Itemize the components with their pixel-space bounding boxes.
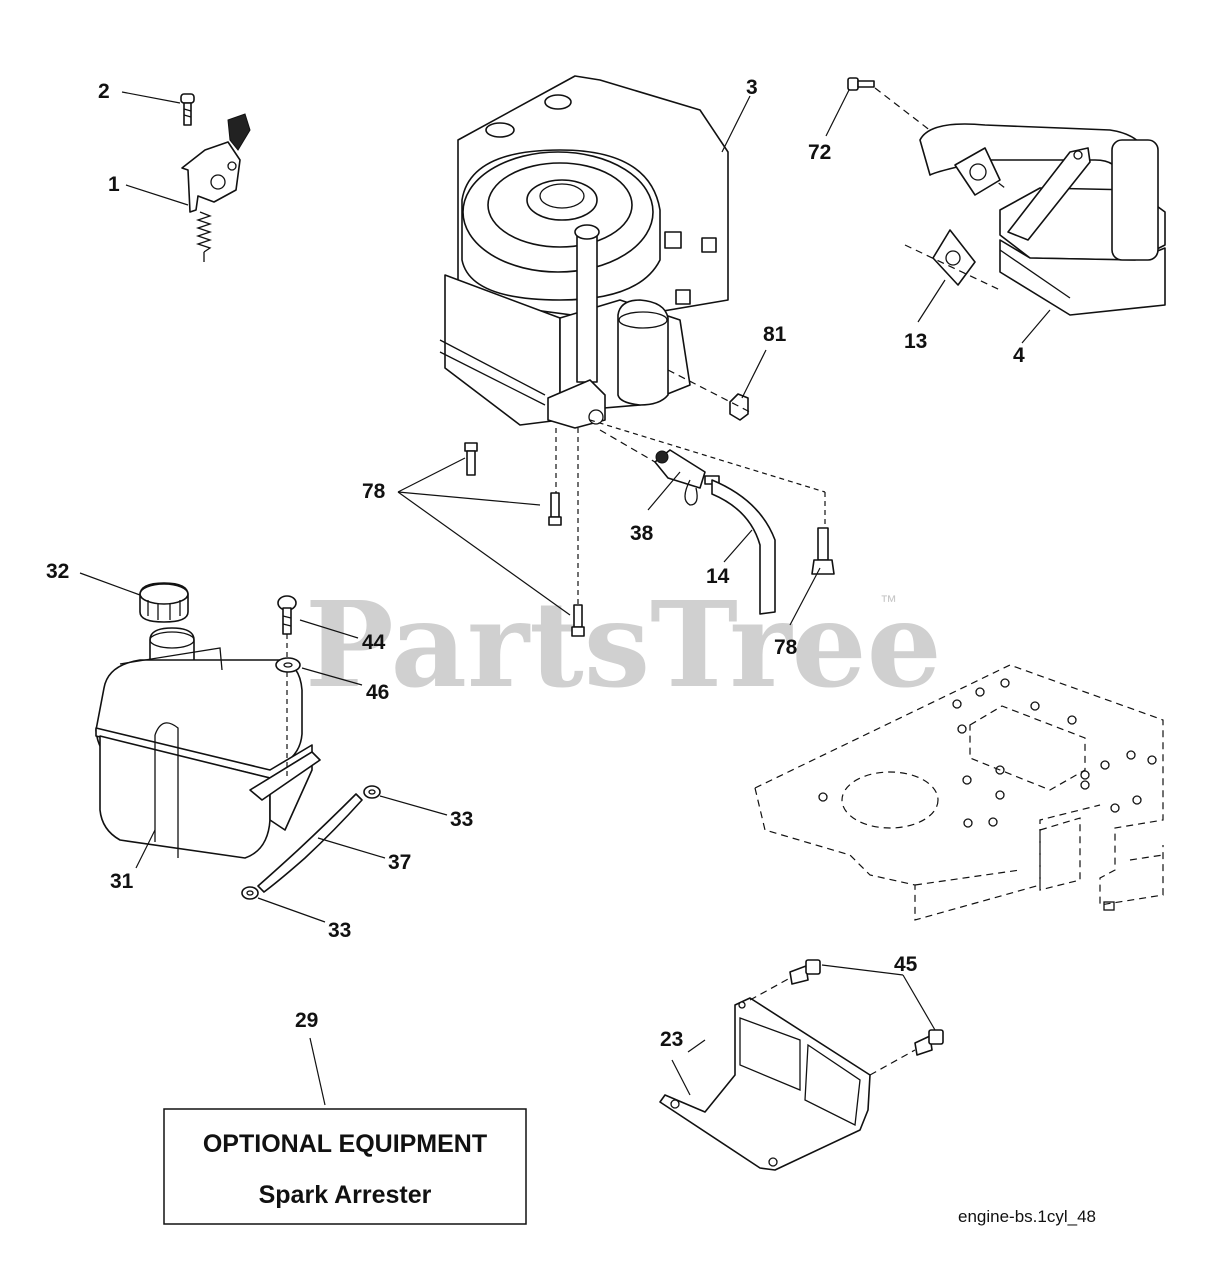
callout-14: 14 [706, 565, 730, 588]
callout-44: 44 [362, 631, 386, 654]
callout-2: 2 [98, 80, 110, 103]
fuel-valve-38-part[interactable] [654, 449, 720, 506]
callout-78-left: 78 [362, 480, 386, 503]
callout-38: 38 [630, 522, 654, 545]
engine-part[interactable] [439, 75, 729, 429]
fuel-cap-32-part[interactable] [139, 582, 189, 623]
screw-72-part[interactable] [847, 77, 875, 91]
callout-72: 72 [808, 141, 831, 164]
frame-outline [754, 664, 1164, 921]
clamp-33-upper-part[interactable] [363, 785, 381, 799]
callout-46: 46 [366, 681, 389, 704]
watermark-text: PartsTree [305, 575, 942, 714]
callout-81: 81 [763, 323, 787, 346]
callout-1: 1 [108, 173, 120, 196]
callout-33-lower: 33 [328, 919, 351, 942]
optional-equipment-box: OPTIONAL EQUIPMENT Spark Arrester [163, 1108, 527, 1225]
muffler-part[interactable] [919, 123, 1166, 316]
gasket-13-part[interactable] [932, 229, 976, 286]
fuel-tank-31-part[interactable] [95, 627, 321, 859]
callout-45: 45 [894, 953, 918, 976]
throttle-control-part[interactable] [180, 93, 251, 262]
callout-3: 3 [746, 76, 758, 99]
diagram-reference: engine-bs.1cyl_48 [958, 1207, 1096, 1226]
callout-32: 32 [46, 560, 69, 583]
spark-arrester-screen-23-part[interactable] [659, 997, 871, 1171]
callout-13: 13 [904, 330, 927, 353]
callout-78-right: 78 [774, 636, 798, 659]
optional-equipment-title: OPTIONAL EQUIPMENT [203, 1130, 487, 1158]
optional-equipment-subtitle: Spark Arrester [259, 1181, 432, 1209]
callout-31: 31 [110, 870, 134, 893]
washer-46-part[interactable] [275, 657, 301, 673]
clamp-33-lower-part[interactable] [241, 886, 259, 900]
callout-29: 29 [295, 1009, 318, 1032]
screw-44-part[interactable] [277, 595, 297, 635]
fuel-line-14-part[interactable] [711, 479, 776, 615]
callout-37: 37 [388, 851, 411, 874]
callout-23: 23 [660, 1028, 683, 1051]
callout-33-upper: 33 [450, 808, 473, 831]
bolt-78-part[interactable] [464, 442, 835, 637]
watermark-trademark: ™ [880, 592, 897, 611]
fuel-hose-37-part[interactable] [257, 793, 363, 893]
screw-45-part[interactable] [789, 959, 944, 1056]
callout-4: 4 [1013, 344, 1025, 367]
nut-81-part[interactable] [729, 393, 749, 421]
